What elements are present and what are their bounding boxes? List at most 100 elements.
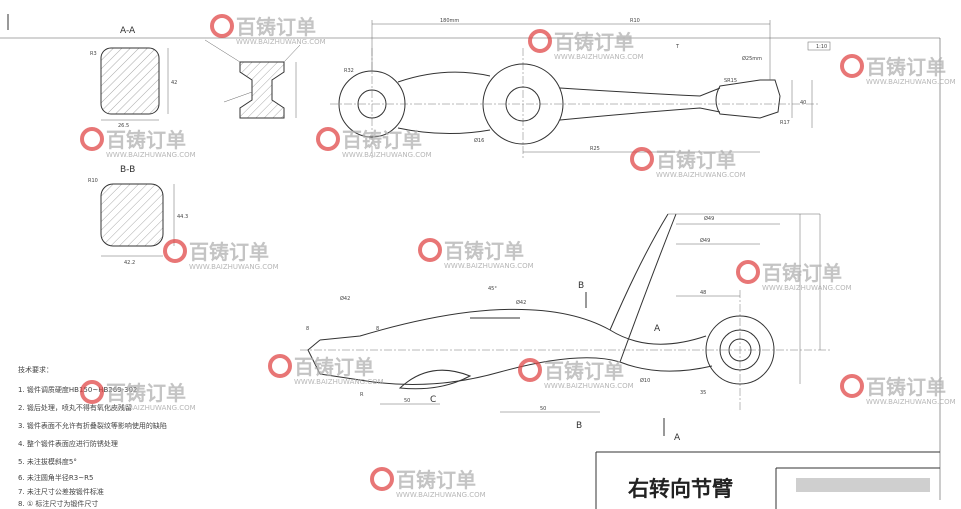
i-section-shape <box>239 61 285 119</box>
right-boss-outer <box>482 63 564 145</box>
dim-text: 8 <box>306 326 309 332</box>
note-line: 2. 锻后处理，喷丸不得有氧化皮残留 <box>18 403 132 412</box>
watermark-en: WWW.BAIZHUWANG.COM <box>656 171 746 179</box>
dim-text: R <box>360 392 364 398</box>
dim-text: T <box>675 44 680 50</box>
watermark-cn: 百铸订单 <box>444 239 524 263</box>
watermark-en: WWW.BAIZHUWANG.COM <box>189 263 279 271</box>
watermark-cn: 百铸订单 <box>396 468 476 492</box>
arm-upper-edge <box>397 71 491 83</box>
watermark-cn: 百铸订单 <box>866 375 946 399</box>
notes-heading: 技术要求： <box>18 365 53 374</box>
dim-text: Ø42 <box>340 295 350 302</box>
dim-text: SR15 <box>724 78 737 84</box>
dim-line <box>283 44 301 63</box>
watermark-logo-icon <box>163 239 187 263</box>
view-mark-b: B <box>578 281 584 291</box>
section-b-b: B-B 42.2 44.3 R10 <box>88 165 188 266</box>
note-line: 3. 锻件表面不允许有折叠裂纹等影响使用的缺陷 <box>18 421 167 430</box>
dim-line <box>204 39 241 63</box>
left-boss-hole <box>357 89 387 119</box>
section-a-a: A-A 26.5 42 R3 <box>90 26 177 129</box>
bottom-view: Ø49 Ø49 48 Ø42 Ø42 45° 8 Ø10 50 50 35 8 … <box>300 213 830 443</box>
dim-text: 48 <box>700 290 706 296</box>
watermark-logo-icon <box>210 14 234 38</box>
watermark-en: WWW.BAIZHUWANG.COM <box>866 398 956 406</box>
watermark-cn: 百铸订单 <box>866 55 946 79</box>
section-a-a-label: A-A <box>120 26 136 36</box>
watermark-logo-icon <box>840 54 864 78</box>
watermark-en: WWW.BAIZHUWANG.COM <box>106 404 196 412</box>
dim-text: 50 <box>540 406 546 412</box>
watermark-en: WWW.BAIZHUWANG.COM <box>444 262 534 270</box>
taper-end <box>715 79 781 119</box>
watermark-en: WWW.BAIZHUWANG.COM <box>106 151 196 159</box>
dim-text: 40 <box>800 100 806 106</box>
note-line: 4. 整个锻件表面应进行防锈处理 <box>18 439 118 448</box>
dim-text: 26.5 <box>118 123 129 129</box>
view-mark-c: C <box>430 395 436 405</box>
technical-notes: 技术要求： 1. 锻件调质硬度HB150~HB269-302 2. 锻后处理，喷… <box>18 365 167 508</box>
section-a-a-shape <box>100 47 160 115</box>
watermark-cn: 百铸订单 <box>106 128 186 152</box>
watermark-logo-icon <box>528 29 552 53</box>
dim-text: Ø16 <box>474 137 484 144</box>
watermark-logo-icon <box>518 358 542 382</box>
watermark-logo-icon <box>418 238 442 262</box>
dim-text: 44.3 <box>177 214 188 220</box>
watermark-en: WWW.BAIZHUWANG.COM <box>762 284 852 292</box>
i-section-detail <box>204 39 301 119</box>
dim-text: Ø49 <box>700 237 710 244</box>
arm-rise-1 <box>609 213 669 331</box>
arm-right-upper <box>559 87 721 97</box>
note-line: 5. 未注拔模斜度5° <box>18 457 77 466</box>
watermark-cn: 百铸订单 <box>189 240 269 264</box>
watermark-cn: 百铸订单 <box>294 355 374 379</box>
pocket-left <box>398 369 472 390</box>
view-mark-a: A <box>674 433 681 443</box>
view-mark-b: B <box>576 421 582 431</box>
watermark-cn: 百铸订单 <box>762 261 842 285</box>
note-line: 1. 锻件调质硬度HB150~HB269-302 <box>18 385 138 394</box>
blurred-field <box>796 478 930 492</box>
arm-end <box>307 339 321 375</box>
watermark-logo-icon <box>370 467 394 491</box>
dim-text: 8 <box>376 326 379 332</box>
arm-bottom-edge <box>319 357 713 385</box>
dim-text: Ø49 <box>704 215 714 222</box>
dim-text: 50 <box>404 398 410 404</box>
arm-lower-edge <box>397 127 491 135</box>
note-line: 8. ① 标注尺寸为锻件尺寸 <box>18 499 98 508</box>
watermark-en: WWW.BAIZHUWANG.COM <box>554 53 644 61</box>
watermark-cn: 百铸订单 <box>544 359 624 383</box>
watermark-logo-icon <box>630 147 654 171</box>
watermark-logo-icon <box>80 127 104 151</box>
dim-text: Ø25mm <box>742 55 762 62</box>
dim-text: 180mm <box>440 18 459 24</box>
taper-callout <box>807 41 831 51</box>
note-line: 7. 未注尺寸公差按锻件标准 <box>18 487 104 496</box>
watermark-cn: 百铸订单 <box>106 381 186 405</box>
watermark-logo-icon <box>316 127 340 151</box>
dim-text: R25 <box>590 146 600 152</box>
dim-text: R17 <box>780 120 790 126</box>
title-block: 右转向节臂 <box>595 451 940 509</box>
dim-text: 35 <box>700 390 706 396</box>
top-view: 180mm R10 R25 R32 Ø16 Ø25mm 1:10 T SR15 … <box>330 18 831 158</box>
dim-text: R3 <box>90 51 97 57</box>
dim-text: Ø10 <box>640 377 650 384</box>
watermark-en: WWW.BAIZHUWANG.COM <box>294 378 384 386</box>
